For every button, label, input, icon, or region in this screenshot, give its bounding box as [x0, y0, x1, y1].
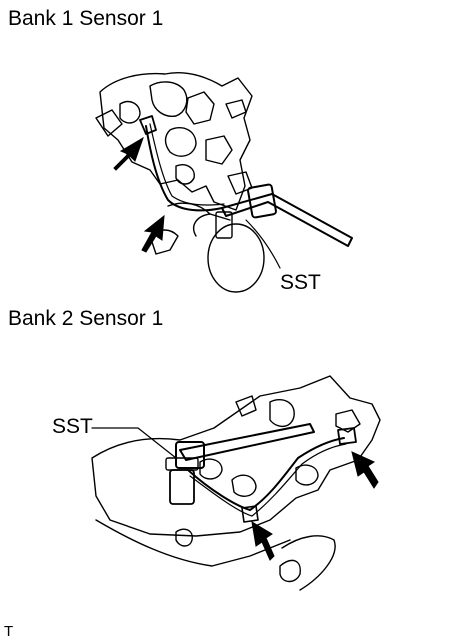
- bank2-engine-detail: [295, 464, 319, 486]
- pointer-arrow-icon: [351, 451, 379, 489]
- bank1-exhaust-pipe: [207, 223, 265, 293]
- bank2-floor-line: [95, 519, 291, 567]
- bank1-engine-detail: [95, 109, 123, 137]
- pointer-arrow-icon: [113, 136, 144, 171]
- sst-leader-line-bank1: [245, 219, 281, 269]
- bank2-illustration: [91, 375, 381, 591]
- bank1-engine-detail: [164, 126, 197, 157]
- bank1-sst-head: [247, 183, 277, 219]
- pointer-arrow-icon: [141, 214, 165, 253]
- bank2-clip: [241, 505, 259, 523]
- bank2-oxygen-sensor-cap: [165, 457, 199, 471]
- bank2-connector: [337, 427, 357, 445]
- bank1-sensor-wire: [149, 123, 225, 206]
- bank2-engine-detail: [231, 474, 257, 497]
- sst-leader-line-bank2: [91, 427, 177, 459]
- bank1-engine-detail: [185, 91, 215, 125]
- bank1-sst-wrench: [221, 193, 353, 247]
- bank2-oxygen-sensor: [169, 469, 195, 505]
- sst-label-bank1: SST: [280, 271, 321, 294]
- bank2-sensor-wire: [187, 437, 345, 511]
- bank2-engine-detail: [269, 398, 295, 427]
- bank1-connector: [139, 115, 157, 135]
- bank1-sensor1-title: Bank 1 Sensor 1: [8, 7, 164, 30]
- bank2-sst-head: [175, 441, 205, 469]
- bank2-pipe: [281, 535, 336, 591]
- bank1-engine-detail: [205, 135, 233, 165]
- bank1-engine-detail: [119, 100, 141, 124]
- bank2-pipe: [279, 559, 301, 583]
- bank1-engine-outline: [99, 72, 253, 211]
- bank2-engine-outline: [91, 375, 381, 537]
- bank2-engine-detail: [175, 528, 193, 547]
- bank1-sensor-wire: [145, 125, 223, 212]
- bank2-engine-detail: [235, 395, 257, 417]
- bank2-sst-wrench: [179, 423, 315, 461]
- bank2-sensor-wire: [189, 443, 347, 517]
- sst-label-bank2: SST: [52, 415, 93, 438]
- bank1-exhaust-flange: [192, 213, 231, 237]
- bank1-engine-detail: [149, 81, 188, 117]
- bank2-engine-detail: [199, 458, 223, 480]
- bank1-illustration: [95, 72, 353, 293]
- bank1-engine-detail: [175, 164, 195, 185]
- bank2-sensor1-title: Bank 2 Sensor 1: [8, 307, 164, 330]
- pointer-arrow-icon: [251, 521, 275, 561]
- figure-code: T: [4, 623, 14, 640]
- bank1-engine-detail: [225, 99, 247, 119]
